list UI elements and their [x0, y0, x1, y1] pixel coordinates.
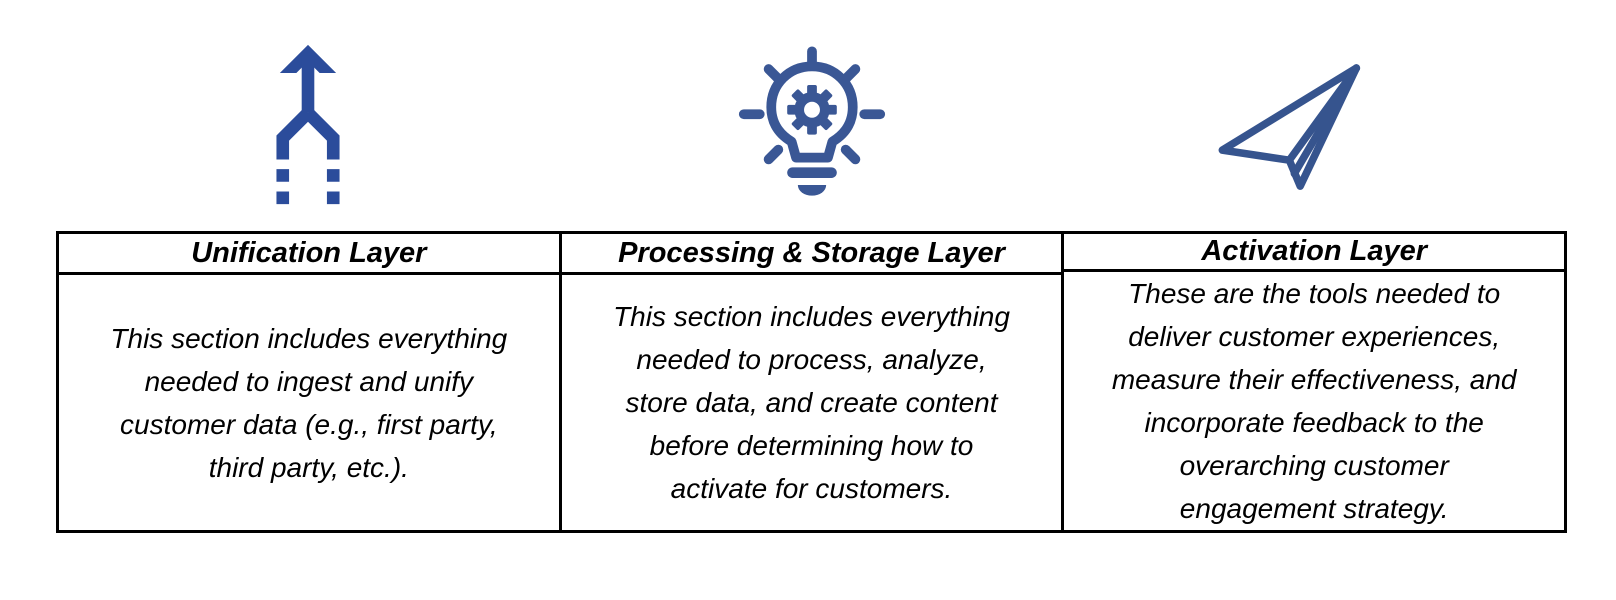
column-activation: Activation Layer These are the tools nee…: [1061, 234, 1565, 530]
icons-row: [56, 0, 1567, 228]
unification-header: Unification Layer: [59, 234, 559, 275]
activation-description: These are the tools needed to deliver cu…: [1111, 278, 1517, 524]
unification-description: This section includes everything needed …: [110, 322, 508, 483]
lightbulb-gear-icon: [736, 46, 888, 206]
processing-storage-header: Processing & Storage Layer: [561, 234, 1062, 275]
column-unification: Unification Layer This section includes …: [59, 234, 559, 530]
activation-header: Activation Layer: [1064, 234, 1565, 272]
activation-icon-slot: [1063, 0, 1567, 228]
merge-arrow-icon: [258, 42, 358, 212]
column-processing-storage: Processing & Storage Layer This section …: [558, 234, 1062, 530]
layers-table: Unification Layer This section includes …: [56, 231, 1567, 533]
processing-storage-description: This section includes everything needed …: [613, 301, 1010, 504]
unification-icon-slot: [56, 0, 560, 228]
processing-icon-slot: [560, 0, 1064, 228]
paper-plane-icon: [1215, 58, 1367, 197]
